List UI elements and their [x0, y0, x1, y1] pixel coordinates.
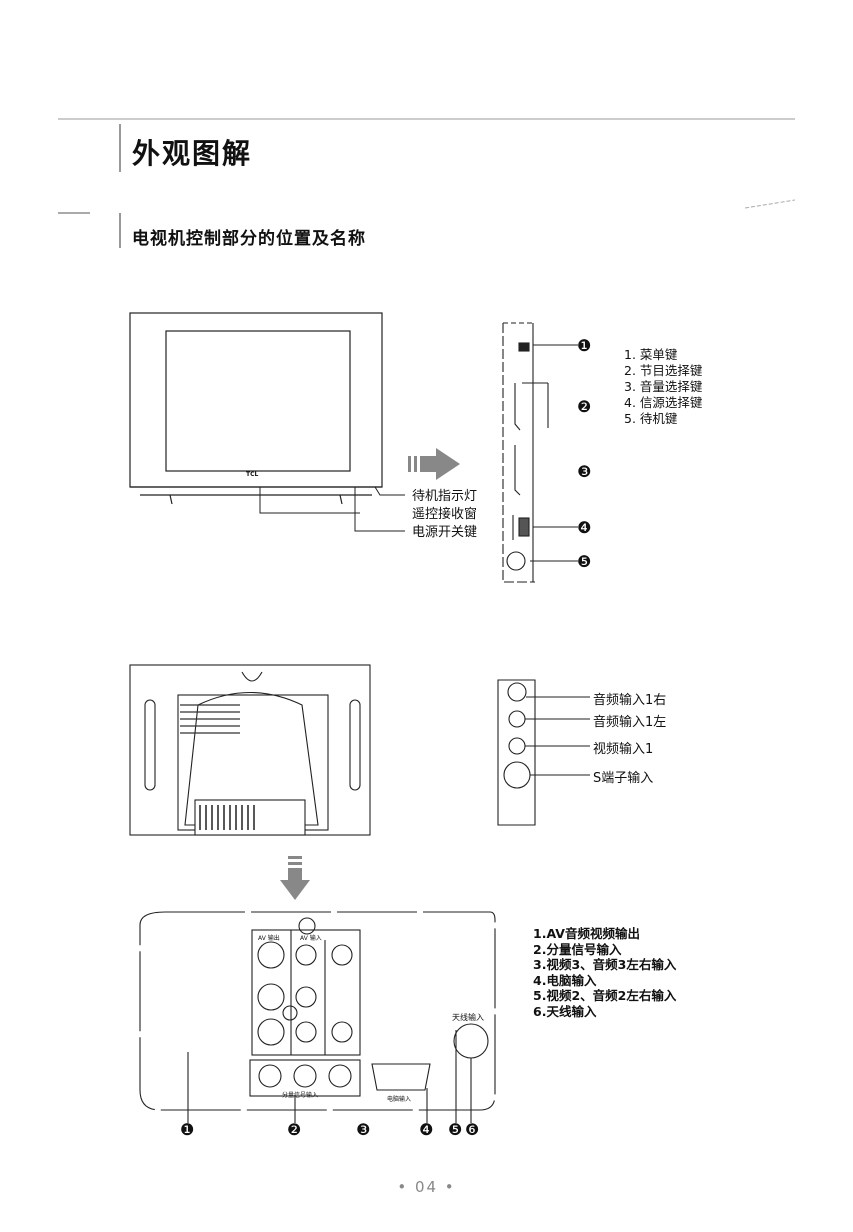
- corner-dash: [744, 199, 796, 209]
- rear-marker-3: ❸: [356, 1120, 371, 1139]
- rear-marker-1: ❶: [180, 1120, 195, 1139]
- rear-label-antenna: 天线输入: [452, 1013, 484, 1022]
- panel-marker-1: ❶: [577, 336, 592, 355]
- callout-standby-indicator: 待机指示灯: [412, 489, 478, 504]
- panel-marker-3: ❸: [577, 462, 592, 481]
- legend-item: 3. 音量选择键: [624, 379, 703, 394]
- section-subtitle: 电视机控制部分的位置及名称: [132, 229, 366, 249]
- rear-marker-4: ❹: [419, 1120, 434, 1139]
- arrow-down-icon: [280, 856, 310, 900]
- legend-item: 6.天线输入: [533, 1003, 597, 1019]
- rear-marker-6: ❻: [465, 1120, 480, 1139]
- rear-label-av-in: AV 输入: [300, 935, 322, 942]
- rear-label-pc: 电脑输入: [387, 1096, 412, 1103]
- label-audio-in-1-left: 音频输入1左: [593, 715, 667, 730]
- label-video-in-1: 视频输入1: [593, 742, 654, 757]
- legend-item: 1. 菜单键: [624, 347, 678, 362]
- legend-item: 2.分量信号输入: [533, 941, 622, 957]
- page-number: • 04 •: [397, 1178, 456, 1196]
- panel-marker-2: ❷: [577, 397, 592, 416]
- label-s-video-in: S端子输入: [593, 771, 654, 786]
- panel-legend: 1. 菜单键 2. 节目选择键 3. 音量选择键 4. 信源选择键 5. 待机键: [624, 347, 702, 427]
- rear-connection-panel: [139, 911, 496, 1123]
- rear-tv-illustration: [129, 664, 371, 836]
- panel-marker-4: ❹: [577, 518, 592, 537]
- rear-marker-2: ❷: [287, 1120, 302, 1139]
- side-av-panel: [497, 679, 590, 826]
- front-tv-illustration: [129, 312, 405, 532]
- legend-item: 1.AV音频视频输出: [533, 926, 640, 941]
- legend-item: 5.视频2、音频2左右输入: [533, 988, 677, 1003]
- side-control-panel: [502, 322, 578, 583]
- legend-item: 5. 待机键: [624, 411, 678, 426]
- legend-item: 2. 节目选择键: [624, 363, 703, 378]
- legend-item: 3.视频3、音频3左右输入: [533, 957, 677, 972]
- page-title: 外观图解: [132, 137, 253, 170]
- callout-power-switch: 电源开关键: [412, 525, 478, 540]
- legend-item: 4.电脑输入: [533, 972, 597, 988]
- callout-remote-receiver: 遥控接收窗: [412, 507, 478, 522]
- arrow-right-icon: [408, 448, 460, 480]
- rear-marker-5: ❺: [448, 1120, 463, 1139]
- panel-marker-5: ❺: [577, 552, 592, 571]
- legend-item: 4. 信源选择键: [624, 395, 703, 410]
- rear-legend: 1.AV音频视频输出 2.分量信号输入 3.视频3、音频3左右输入 4.电脑输入…: [533, 926, 676, 1019]
- label-audio-in-1-right: 音频输入1右: [593, 693, 667, 708]
- tv-logo: TCL: [246, 471, 259, 478]
- rear-label-component: 分量信号输入: [282, 1092, 319, 1099]
- rear-label-av-out: AV 输出: [258, 935, 280, 942]
